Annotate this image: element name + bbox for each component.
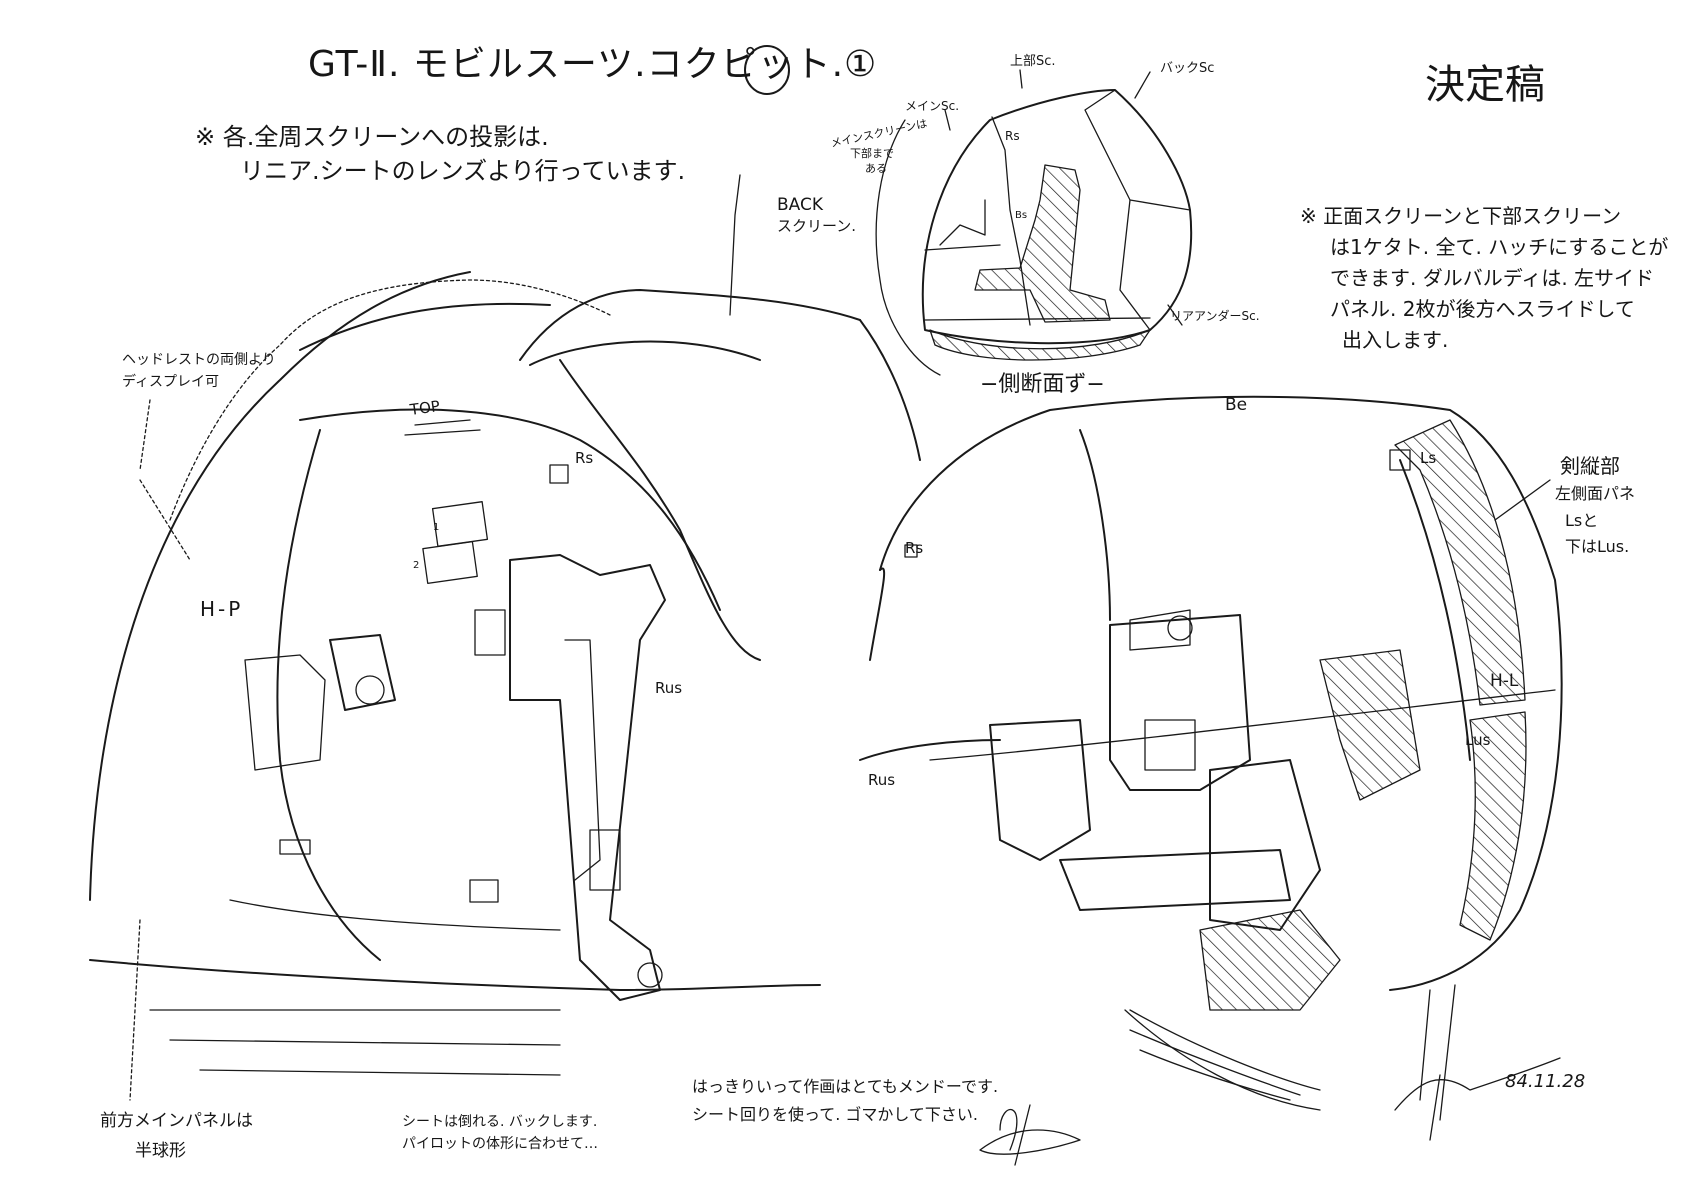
be-label: Be	[1225, 395, 1248, 415]
rear-under-screen-label: リアアンダーSc.	[1170, 309, 1260, 323]
projection-note-line-2: リニア.シートのレンズより行っています.	[240, 157, 686, 185]
screen-2-label: 2	[413, 560, 420, 571]
front-screen-note-line-4: パネル. 2枚が後方へスライドして	[1330, 297, 1635, 321]
title-number-circle	[744, 45, 790, 95]
main-screen-note-2: 下部まで	[850, 147, 894, 160]
center-note-1: はっきりいって作画はとてもメンドーです.	[692, 1077, 999, 1096]
right-rs-label: Rs	[905, 539, 924, 557]
left-cockpit-drawing	[89, 174, 921, 1101]
lus-label: Lus	[1465, 731, 1491, 749]
back-screen-label-1: BACK	[777, 195, 824, 215]
right-cockpit-drawing	[859, 395, 1563, 1121]
back-screen-label-2: スクリーン.	[777, 217, 857, 235]
top-screen-label: 上部Sc.	[1010, 54, 1056, 69]
main-sc-label: メインSc.	[905, 99, 960, 113]
headrest-note-line-2: ディスプレイ可	[122, 374, 220, 390]
signature-nagano	[1394, 1057, 1561, 1141]
front-screen-note-line-5: 出入します.	[1342, 328, 1449, 352]
hl-label: H-L	[1490, 671, 1519, 691]
front-panel-note-2: 半球形	[135, 1141, 186, 1161]
left-rus-label: Rus	[655, 679, 683, 697]
back-sc-label: バックSc	[1160, 61, 1215, 76]
left-panel-note-1: 剣縦部	[1560, 454, 1620, 478]
cross-section-caption: −側断面ず−	[980, 372, 1105, 397]
hp-label: H-P	[200, 597, 244, 621]
left-panel-note-4: 下はLus.	[1565, 537, 1630, 556]
left-rs-label: Rs	[575, 449, 594, 467]
cross-bs-label: Bs	[1015, 210, 1028, 221]
left-panel-note-3: Lsと	[1565, 511, 1599, 530]
front-screen-note-line-3: できます. ダルバルディは. 左サイド	[1330, 266, 1655, 290]
front-screen-note-line-1: ※ 正面スクリーンと下部スクリーン	[1300, 204, 1622, 228]
cross-section-diagram	[875, 69, 1193, 376]
front-screen-note-line-2: は1ケタト. 全て. ハッチにすることが	[1330, 235, 1669, 259]
headrest-note-line-1: ヘッドレストの両側より	[122, 352, 276, 368]
main-screen-note-3: ある	[865, 162, 887, 175]
projection-note-line-1: ※ 各.全周スクリーンへの投影は.	[195, 123, 549, 151]
cross-rs-label: Rs	[1005, 129, 1020, 143]
sheet-title: GT-Ⅱ. モビルスーツ.コクピット.①	[308, 44, 878, 85]
signature-scribble	[979, 1104, 1081, 1166]
final-draft-stamp: 決定稿	[1425, 62, 1545, 108]
left-panel-note-2: 左側面パネ	[1555, 484, 1636, 503]
signature-date: 84.11.28	[1505, 1071, 1586, 1092]
center-note-2: シート回りを使って. ゴマかして下さい.	[692, 1105, 978, 1124]
seat-note-2: パイロットの体形に合わせて…	[402, 1136, 598, 1152]
front-panel-note-1: 前方メインパネルは	[100, 1111, 253, 1131]
screen-1-label: 1	[433, 522, 440, 533]
right-rus-label: Rus	[868, 771, 896, 789]
ls-label: Ls	[1420, 449, 1437, 467]
seat-note-1: シートは倒れる. バックします.	[402, 1114, 598, 1130]
